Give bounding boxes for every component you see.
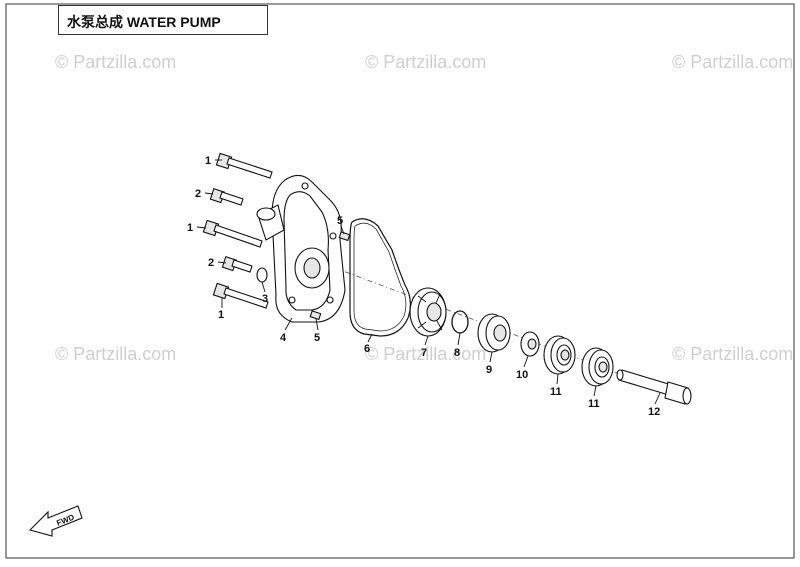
callout-5: 5 — [337, 215, 343, 227]
callout-1b: 1 — [187, 222, 193, 234]
pump-cover-part-4[interactable] — [256, 174, 346, 323]
callout-1: 1 — [205, 155, 211, 167]
callout-2b: 2 — [208, 257, 214, 269]
washer-part-10[interactable] — [520, 331, 540, 357]
diagram-title: 水泵总成 WATER PUMP — [67, 14, 221, 30]
title-box: 水泵总成 WATER PUMP — [58, 5, 268, 35]
bearing-part-11b[interactable] — [581, 347, 614, 387]
shaft-part-12[interactable] — [616, 369, 692, 405]
bolt-part-2b[interactable] — [221, 256, 253, 273]
watermark: © Partzilla.com — [55, 52, 176, 72]
bolt-part-2[interactable] — [209, 188, 244, 206]
seal-part-9[interactable] — [477, 313, 511, 353]
callout-11: 11 — [550, 386, 562, 398]
callout-7: 7 — [421, 347, 427, 359]
bearing-part-11[interactable] — [543, 335, 576, 375]
callout-9: 9 — [486, 364, 492, 376]
bolt-part-1c[interactable] — [212, 282, 269, 309]
bolt-part-1[interactable] — [215, 152, 273, 179]
callout-10: 10 — [516, 369, 528, 381]
callout-4: 4 — [280, 332, 287, 344]
callout-1c: 1 — [218, 309, 224, 321]
callout-12: 12 — [648, 406, 660, 418]
dowel-pin-part-5[interactable] — [338, 231, 351, 242]
fwd-arrow-icon: FWD — [28, 505, 83, 537]
bolt-part-1b[interactable] — [202, 219, 263, 248]
watermark: © Partzilla.com — [55, 344, 176, 364]
callout-11b: 11 — [588, 398, 600, 410]
diagram-border — [5, 3, 795, 559]
washer-part-3[interactable] — [256, 267, 268, 283]
impeller-part-7[interactable] — [409, 287, 447, 337]
watermark: © Partzilla.com — [672, 52, 793, 72]
callout-5b: 5 — [314, 332, 320, 344]
watermark: © Partzilla.com — [365, 52, 486, 72]
callout-6: 6 — [364, 343, 370, 355]
gasket-part-6[interactable] — [349, 218, 411, 337]
watermark: © Partzilla.com — [672, 344, 793, 364]
watermark: © Partzilla.com — [365, 344, 486, 364]
callout-8: 8 — [454, 347, 460, 359]
dowel-pin-part-5b[interactable] — [309, 310, 322, 321]
callout-2: 2 — [195, 188, 201, 200]
callout-3: 3 — [262, 293, 268, 305]
